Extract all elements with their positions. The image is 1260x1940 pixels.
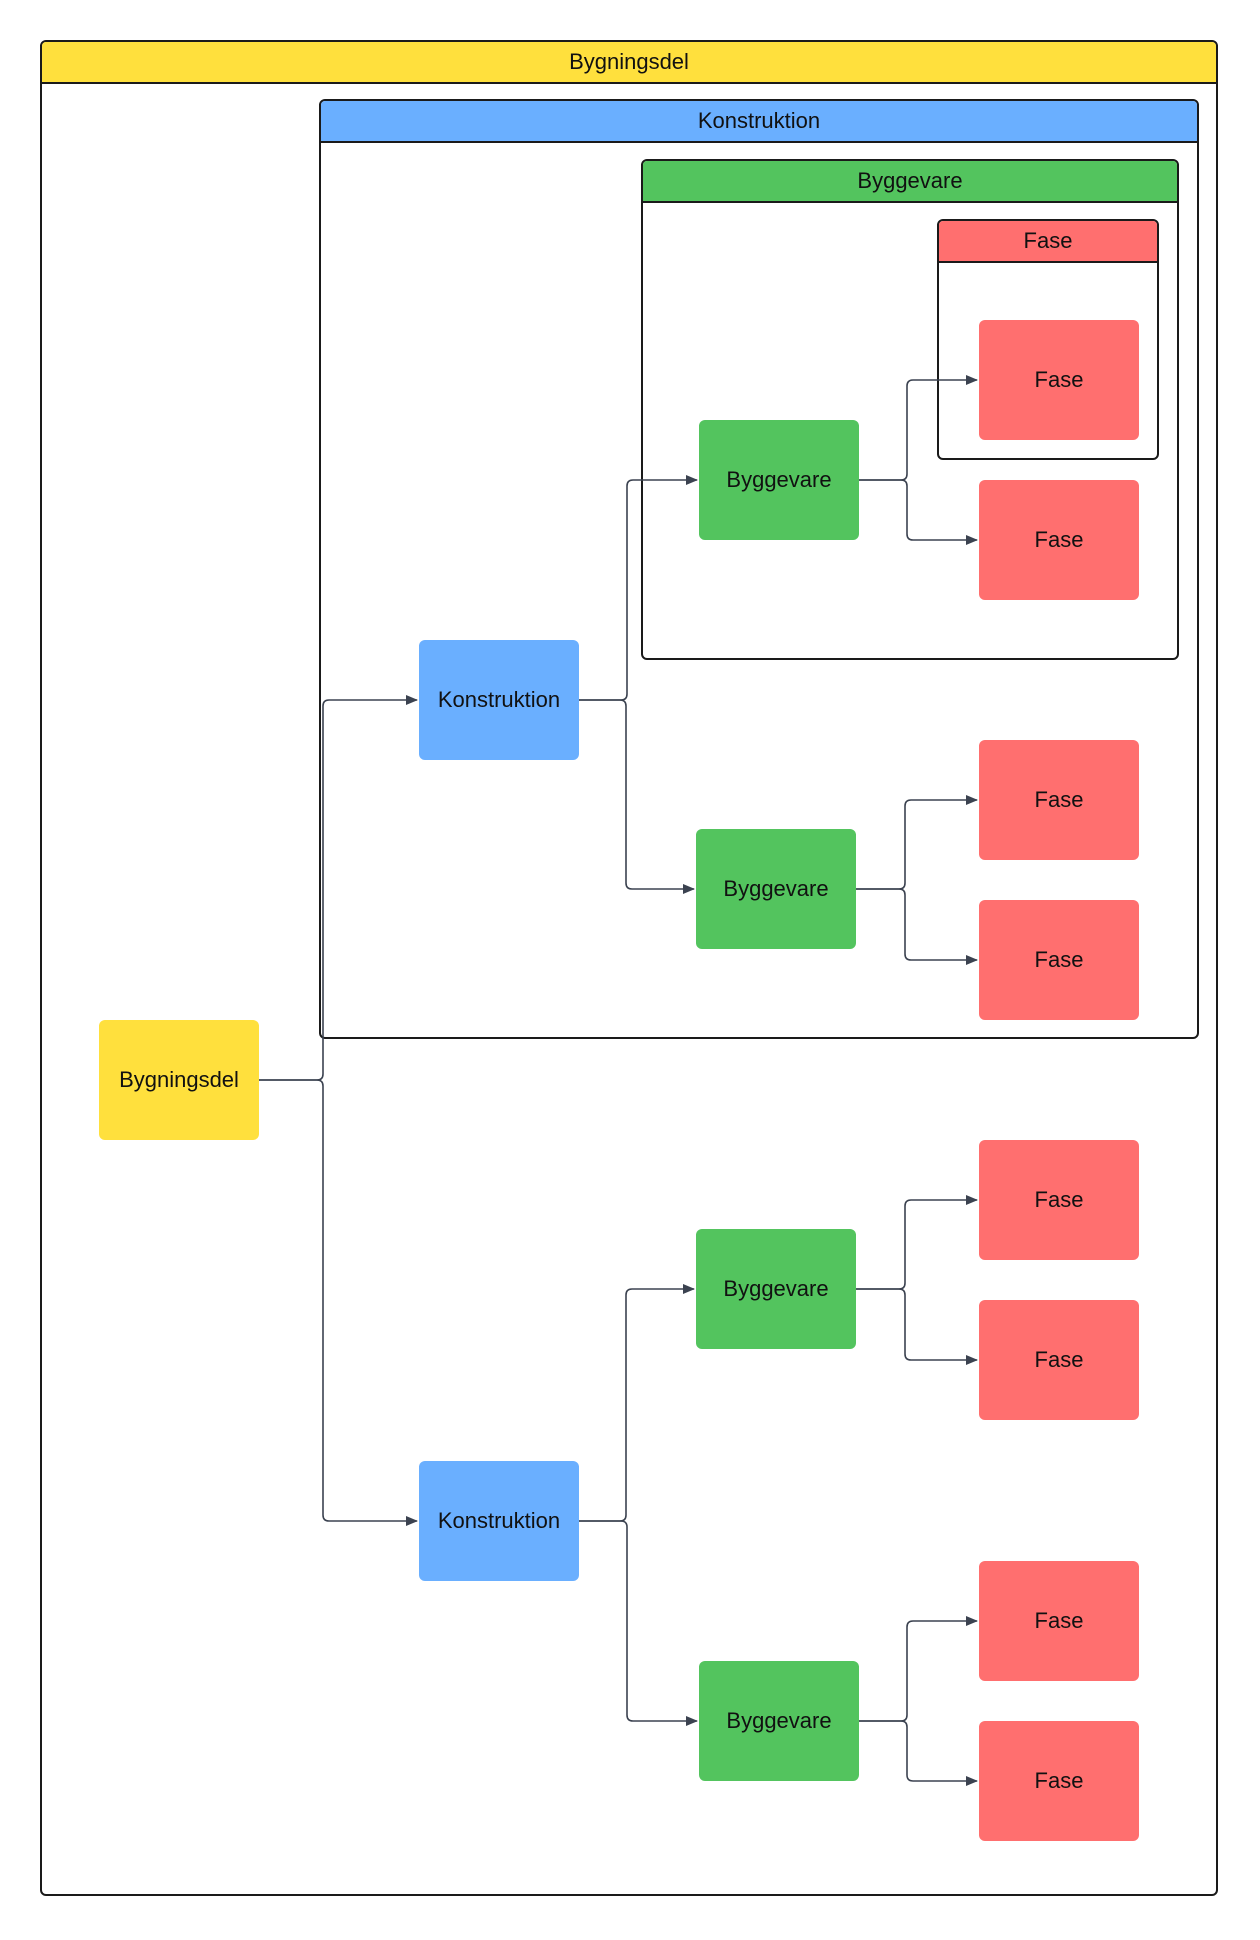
connector-arrow bbox=[579, 1284, 695, 1522]
fase-node-6[interactable]: Fase bbox=[979, 1300, 1139, 1420]
bygningsdel-container: Bygningsdel bbox=[40, 40, 1218, 1896]
byggevare-node-1[interactable]: Byggevare bbox=[699, 420, 859, 540]
connector-arrow bbox=[856, 1195, 978, 1290]
fase-container-header: Fase bbox=[939, 221, 1157, 263]
fase-node-4[interactable]: Fase bbox=[979, 900, 1139, 1020]
byggevare-container: Byggevare bbox=[641, 159, 1179, 660]
connector-arrow bbox=[259, 1079, 418, 1526]
fase-node-8[interactable]: Fase bbox=[979, 1721, 1139, 1841]
connector-arrow bbox=[579, 699, 695, 894]
byggevare-node-3[interactable]: Byggevare bbox=[696, 1229, 856, 1349]
connector-arrow bbox=[859, 1720, 978, 1786]
connector-arrow bbox=[859, 1616, 978, 1722]
konstruktion-node-2[interactable]: Konstruktion bbox=[419, 1461, 579, 1581]
fase-node-7[interactable]: Fase bbox=[979, 1561, 1139, 1681]
byggevare-node-4[interactable]: Byggevare bbox=[699, 1661, 859, 1781]
connector-arrow bbox=[856, 1288, 978, 1365]
byggevare-container-header: Byggevare bbox=[643, 161, 1177, 203]
bygningsdel-node[interactable]: Bygningsdel bbox=[99, 1020, 259, 1140]
konstruktion-node-1[interactable]: Konstruktion bbox=[419, 640, 579, 760]
connector-arrow bbox=[579, 1520, 698, 1726]
fase-node-2[interactable]: Fase bbox=[979, 480, 1139, 600]
connector-arrow bbox=[859, 375, 978, 481]
fase-node-5[interactable]: Fase bbox=[979, 1140, 1139, 1260]
connector-arrow bbox=[579, 475, 698, 701]
connector-arrow bbox=[856, 795, 978, 890]
connector-arrow bbox=[859, 479, 978, 545]
konstruktion-container: Konstruktion bbox=[319, 99, 1199, 1039]
fase-node-1[interactable]: Fase bbox=[979, 320, 1139, 440]
konstruktion-container-header: Konstruktion bbox=[321, 101, 1197, 143]
connector-arrow bbox=[259, 695, 418, 1081]
bygningsdel-container-header: Bygningsdel bbox=[42, 42, 1216, 84]
fase-node-3[interactable]: Fase bbox=[979, 740, 1139, 860]
byggevare-node-2[interactable]: Byggevare bbox=[696, 829, 856, 949]
fase-container: Fase bbox=[937, 219, 1159, 460]
connector-arrow bbox=[856, 888, 978, 965]
